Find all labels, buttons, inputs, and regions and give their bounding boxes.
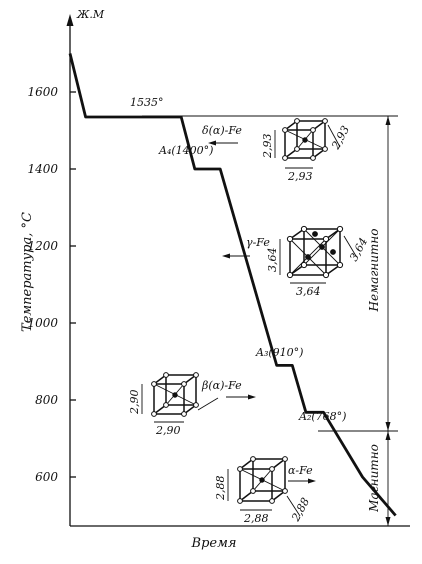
cooling-curve: [68, 53, 397, 517]
gamma-lattice-bottom: 3,64: [296, 285, 321, 298]
point-label-a2: A₂(768°): [298, 410, 346, 423]
phase-arrow-beta-head: [248, 394, 256, 400]
region-label-magnetic: Магнитно: [367, 444, 381, 513]
beta-lattice-vertical: 2,90: [128, 390, 141, 416]
point-label-a3: A₃(910°): [255, 346, 303, 359]
beta-lattice-bottom: 2,90: [155, 424, 181, 437]
y-ticks: 600 800 1000 1200 1400 1600: [27, 85, 76, 484]
y-axis-arrow: [66, 14, 74, 26]
alpha-lattice-bottom: 2,88: [243, 512, 269, 525]
y-tick-label: 1200: [27, 239, 58, 253]
gamma-lattice-vertical: 3,64: [266, 248, 279, 273]
alpha-fe-cube: [227, 456, 301, 517]
phase-arrow-gamma-head: [222, 253, 230, 259]
phase-label-delta: δ(α)-Fe: [202, 124, 242, 137]
alpha-lattice-vertical: 2,88: [214, 476, 227, 502]
y-tick-label: 600: [35, 470, 58, 484]
y-tick-label: 1000: [27, 316, 58, 330]
y-tick-label: 1600: [27, 85, 58, 99]
delta-lattice-diagonal: 2,93: [329, 124, 352, 153]
phase-label-gamma: γ-Fe: [246, 236, 270, 249]
phase-arrow-delta-head: [208, 140, 216, 146]
y-tick-label: 1400: [27, 162, 58, 176]
top-label: Ж.М: [76, 8, 105, 21]
point-label-a4: A₄(1400°): [158, 144, 213, 157]
region-bracket: [385, 116, 391, 526]
delta-lattice-vertical: 2,93: [261, 134, 274, 160]
alpha-lattice-diagonal: 2,88: [289, 496, 312, 525]
region-label-nonmagnetic: Немагнитно: [367, 229, 381, 313]
y-axis-label: Температура, °С: [20, 212, 35, 332]
phase-label-beta: β(α)-Fe: [201, 379, 242, 392]
point-label-1535: 1535°: [130, 96, 164, 109]
beta-fe-cube: [141, 372, 219, 423]
phase-label-alpha: α-Fe: [288, 464, 313, 477]
delta-lattice-bottom: 2,93: [287, 170, 313, 183]
x-axis-label: Время: [191, 536, 237, 551]
delta-fe-cube: [274, 118, 341, 169]
phase-arrow-alpha-head: [308, 478, 316, 484]
gamma-fe-cube: [279, 225, 357, 284]
y-tick-label: 800: [35, 393, 58, 407]
